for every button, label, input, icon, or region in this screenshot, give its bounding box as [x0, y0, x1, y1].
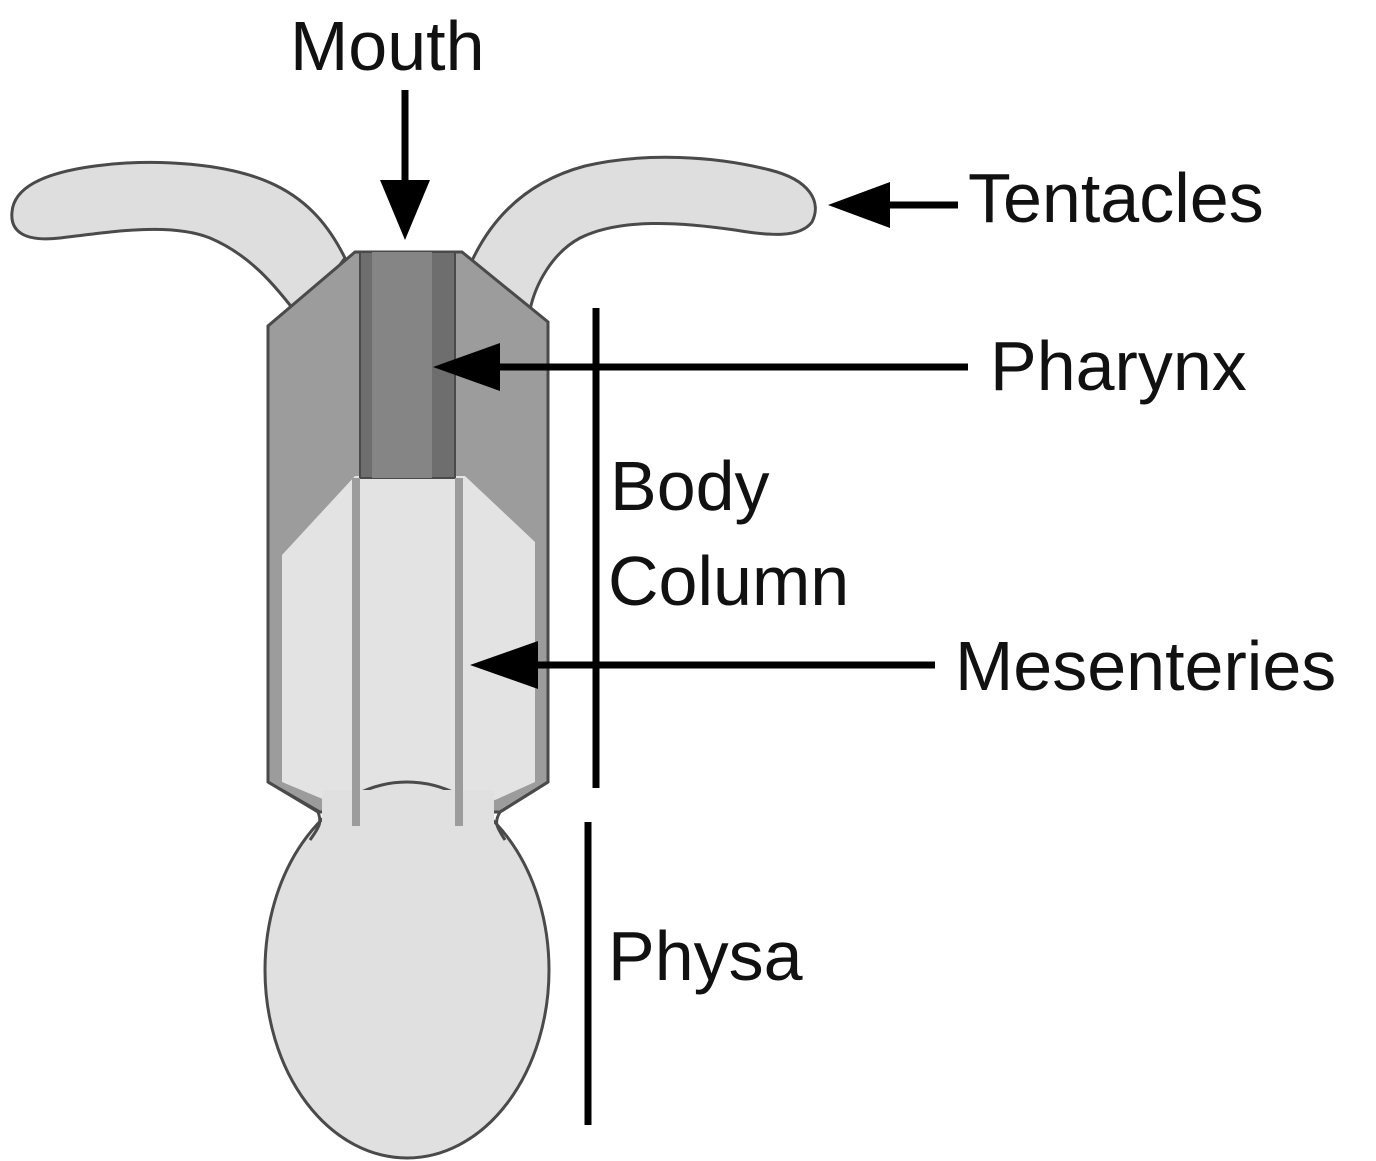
neck-fill: [322, 790, 494, 860]
pharynx-highlight: [372, 252, 432, 478]
mesentery-left: [352, 478, 360, 826]
tentacles-label: Tentacles: [968, 159, 1264, 237]
mouth-label: Mouth: [290, 7, 485, 85]
pharynx-label: Pharynx: [990, 327, 1247, 405]
right-tentacle: [470, 157, 815, 310]
body-column-label-line2: Column: [608, 542, 849, 620]
left-tentacle: [12, 162, 345, 318]
anemone-body: [12, 157, 816, 1158]
mesenteries-label: Mesenteries: [955, 627, 1336, 705]
mesentery-right: [455, 478, 463, 826]
gastrovascular-cavity: [282, 476, 535, 800]
tentacles-arrowhead: [828, 182, 890, 228]
body-column-label-line1: Body: [610, 447, 770, 525]
mouth-arrowhead: [380, 180, 430, 240]
physa-label: Physa: [608, 917, 803, 995]
